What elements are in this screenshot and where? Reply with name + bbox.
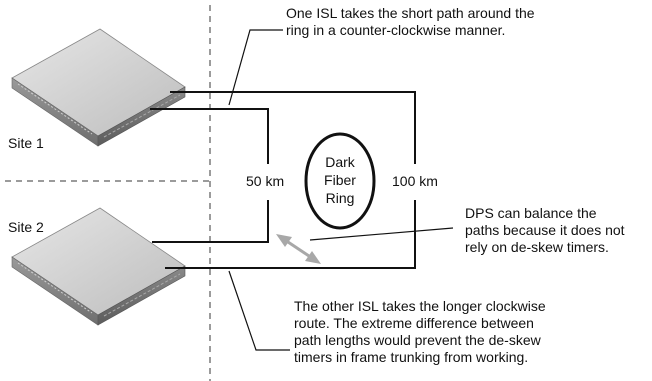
callout-bottom-line4: timers in frame trunking from working.: [294, 349, 529, 365]
dark-fiber-ring: [304, 132, 376, 230]
ring-label-line3: Ring: [325, 190, 355, 206]
callout-right-line2: paths because it does not: [465, 222, 625, 238]
balance-arrow-icon: [276, 234, 321, 264]
callout-bottom-line1: The other ISL takes the longer clockwise: [294, 298, 546, 314]
ring-label-line2: Fiber: [324, 172, 356, 188]
long-path-line-lower: [165, 200, 416, 269]
callout-bottom-line2: route. The extreme difference between: [294, 315, 534, 331]
callout-top: One ISL takes the short path around the …: [286, 5, 535, 39]
site1-label: Site 1: [8, 135, 44, 151]
long-distance-label: 100 km: [392, 173, 438, 189]
switch-site1-icon: [11, 28, 186, 147]
callout-top-line2: ring in a counter-clockwise manner.: [286, 22, 506, 38]
callout-bottom-line3: path lengths would prevent the de-skew: [294, 332, 541, 348]
callout-bottom-leader: [228, 270, 290, 351]
callout-right-leader: [309, 227, 454, 241]
callout-right-line1: DPS can balance the: [465, 205, 597, 221]
ring-label: Dark Fiber Ring: [308, 153, 372, 207]
site2-label: Site 2: [8, 219, 44, 235]
short-path-line: [150, 108, 269, 164]
callout-right-line3: rely on de-skew timers.: [465, 239, 609, 255]
callout-bottom: The other ISL takes the longer clockwise…: [294, 298, 546, 366]
short-path-line-lower: [152, 200, 269, 243]
callout-right: DPS can balance the paths because it doe…: [465, 205, 625, 256]
long-path-line: [170, 91, 416, 164]
switch-site2-icon: [11, 207, 186, 326]
callout-top-leader: [228, 29, 283, 106]
ring-label-line1: Dark: [325, 154, 355, 170]
short-distance-label: 50 km: [246, 173, 285, 189]
callout-top-line1: One ISL takes the short path around the: [286, 5, 535, 21]
